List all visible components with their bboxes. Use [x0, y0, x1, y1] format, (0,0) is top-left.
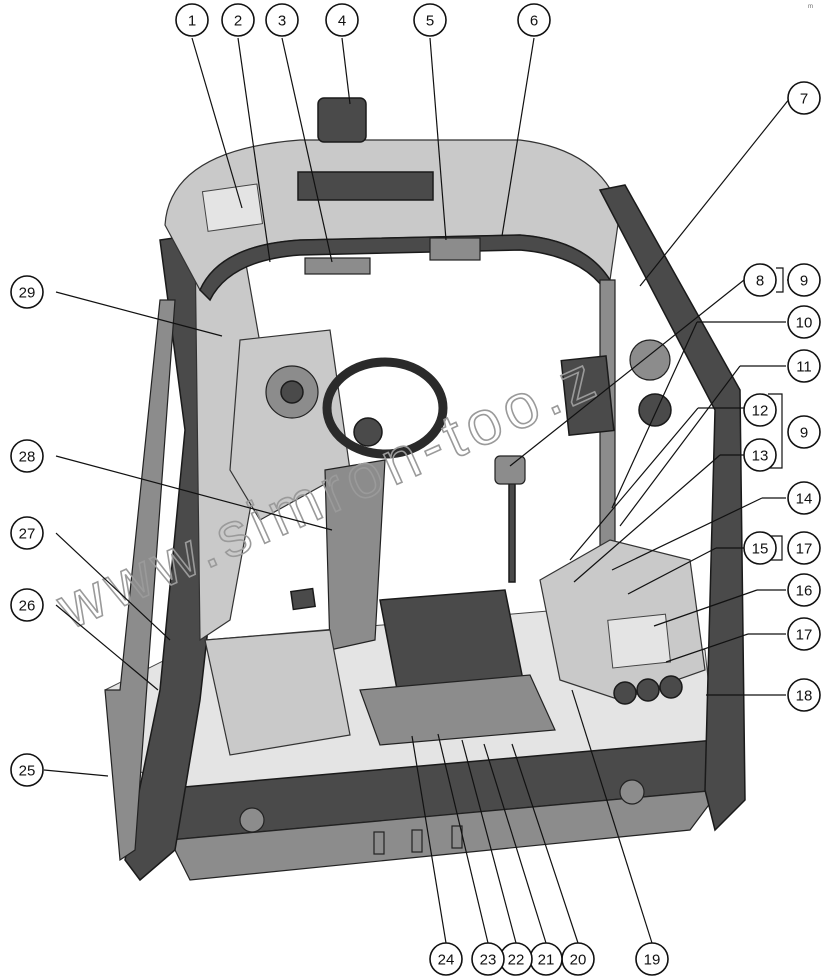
callout-label: 16	[796, 583, 813, 600]
callout-17-upper: 17	[787, 531, 821, 565]
roof-switch-block	[304, 257, 371, 275]
callout-16: 16	[787, 573, 821, 607]
callout-label: 27	[19, 526, 36, 543]
callout-label: 22	[508, 952, 525, 969]
callout-label: 6	[530, 13, 538, 30]
right-knob-upper	[638, 393, 672, 427]
callout-21: 21	[529, 942, 563, 976]
callout-9-upper: 9	[787, 263, 821, 297]
callout-label: 13	[752, 448, 769, 465]
callout-27: 27	[10, 516, 44, 550]
callout-label: 10	[796, 315, 813, 332]
callout-label: 28	[19, 449, 36, 466]
callout-label: 5	[426, 13, 434, 30]
callout-18: 18	[787, 678, 821, 712]
gauge-1	[613, 681, 637, 705]
callout-8: 8	[743, 263, 777, 297]
callout-5: 5	[413, 3, 447, 37]
callout-label: 17	[796, 541, 813, 558]
right-rear-pillar	[598, 184, 746, 832]
callout-10: 10	[787, 305, 821, 339]
callout-label: 21	[538, 952, 555, 969]
callout-1: 1	[175, 3, 209, 37]
callout-label: 20	[570, 952, 587, 969]
callout-25: 25	[10, 753, 44, 787]
callout-13: 13	[743, 438, 777, 472]
callout-17-lower: 17	[787, 617, 821, 651]
corner-mark: m	[808, 4, 813, 10]
callout-24: 24	[429, 942, 463, 976]
callout-label: 9	[800, 273, 808, 290]
callout-label: 19	[644, 952, 661, 969]
hydraulic-fitting-1	[373, 831, 385, 855]
switch-panel	[607, 613, 672, 669]
callout-29: 29	[10, 275, 44, 309]
left-storage-box	[204, 629, 351, 756]
left-dash-panel	[229, 329, 351, 521]
joystick-grip	[494, 455, 526, 485]
callout-label: 2	[234, 13, 242, 30]
gauge-3	[659, 675, 683, 699]
mount-boss-left	[239, 807, 265, 833]
callout-label: 23	[480, 952, 497, 969]
callout-label: 14	[796, 491, 813, 508]
hydraulic-fitting-3	[451, 825, 463, 849]
callout-9-lower: 9	[787, 415, 821, 449]
callout-23: 23	[471, 942, 505, 976]
callout-label: 4	[338, 13, 346, 30]
roof-light-unit	[317, 97, 367, 143]
callout-4: 4	[325, 3, 359, 37]
roof-console-1	[201, 183, 264, 232]
brake-pedal	[290, 587, 316, 611]
callout-6: 6	[517, 3, 551, 37]
right-pivot-boss	[629, 339, 671, 381]
callout-label: 3	[278, 13, 286, 30]
callout-label: 29	[19, 285, 36, 302]
callout-label: 11	[796, 359, 812, 376]
callout-label: 9	[800, 425, 808, 442]
callout-14: 14	[787, 481, 821, 515]
mount-boss-right	[619, 779, 645, 805]
callout-15: 15	[743, 531, 777, 565]
callout-7: 7	[787, 81, 821, 115]
callout-label: 25	[19, 763, 36, 780]
leader-lines	[43, 37, 791, 944]
callout-label: 18	[796, 688, 813, 705]
callout-label: 15	[752, 541, 769, 558]
callout-label: 1	[188, 13, 196, 30]
steering-column	[324, 459, 386, 651]
callout-label: 8	[756, 273, 764, 290]
callout-19: 19	[635, 942, 669, 976]
callout-12: 12	[743, 393, 777, 427]
steering-wheel	[322, 357, 448, 459]
callout-label: 26	[19, 598, 36, 615]
callout-label: 17	[796, 627, 813, 644]
seat-cushion	[359, 674, 556, 746]
callout-26: 26	[10, 588, 44, 622]
steering-hub	[353, 417, 383, 447]
joystick-shaft	[508, 481, 516, 583]
callout-3: 3	[265, 3, 299, 37]
callout-label: 12	[752, 403, 769, 420]
left-pivot-nut	[280, 380, 304, 404]
callout-22: 22	[499, 942, 533, 976]
roof-switch-block-right	[429, 237, 481, 261]
callout-label: 7	[800, 91, 808, 108]
callout-28: 28	[10, 439, 44, 473]
cab-illustration	[104, 97, 746, 882]
left-door-frame	[104, 299, 176, 862]
roof-vent	[297, 171, 434, 201]
callout-20: 20	[561, 942, 595, 976]
callout-label: 24	[438, 952, 455, 969]
floor-beam-face	[169, 789, 722, 881]
callout-11: 11	[787, 349, 821, 383]
hydraulic-fitting-2	[411, 829, 423, 853]
callout-2: 2	[221, 3, 255, 37]
gauge-2	[636, 678, 660, 702]
